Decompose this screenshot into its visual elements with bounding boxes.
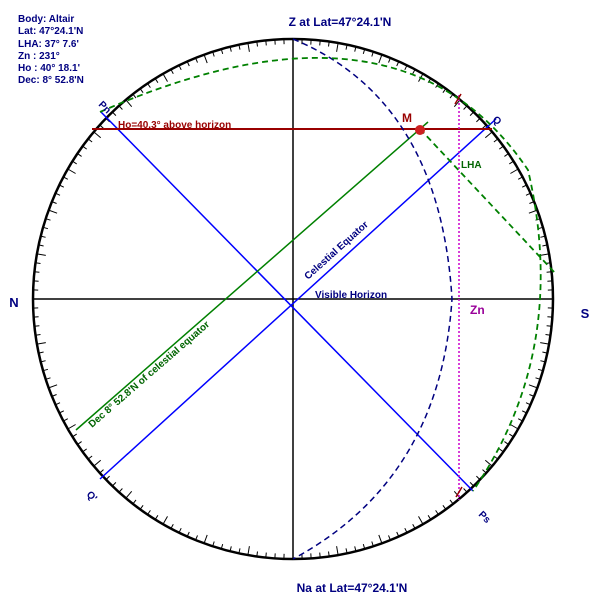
info-declination: Dec: 8° 52.8'N <box>18 75 84 87</box>
degree-tick <box>36 253 46 256</box>
degree-tick <box>67 424 76 430</box>
degree-tick <box>540 342 550 345</box>
degree-tick <box>125 99 133 108</box>
celestial-equator-label: Celestial Equator <box>303 219 371 282</box>
degree-tick <box>510 424 519 430</box>
degree-tick <box>67 168 76 174</box>
degree-tick <box>418 516 424 525</box>
degree-tick <box>93 459 102 467</box>
q-label: Q <box>490 114 503 127</box>
degree-tick <box>484 459 493 467</box>
degree-tick <box>378 534 383 544</box>
nadir-label: Na at Lat=47°24.1'N <box>297 581 408 595</box>
body-m-label: M <box>402 111 412 125</box>
degree-tick <box>484 131 493 139</box>
declination-parallel-line <box>75 121 429 431</box>
degree-tick <box>48 384 58 389</box>
degree-tick <box>336 546 339 556</box>
degree-tick <box>378 54 383 64</box>
degree-tick <box>125 490 133 499</box>
degree-tick <box>48 209 58 214</box>
body-info-panel: Body: Altair Lat: 47°24.1'N LHA: 37° 7.6… <box>18 14 84 88</box>
declination-line-label: Dec 8° 52.8'N of celestial equator <box>87 319 212 430</box>
south-label: S <box>581 306 590 321</box>
polar-axis-line <box>100 111 474 492</box>
degree-tick <box>528 384 538 389</box>
altitude-line-label: Ho=40.3° above horizon <box>118 120 231 131</box>
info-azimuth: Zn : 231° <box>18 50 60 62</box>
info-observed-altitude: Ho : 40° 18.1' <box>18 63 80 75</box>
info-latitude: Lat: 47°24.1'N <box>18 26 84 38</box>
lha-upper-marker <box>454 93 462 105</box>
declination-circle-arc <box>99 57 542 492</box>
visible-horizon-label: Visible Horizon <box>315 290 387 301</box>
zenith-label: Z at Lat=47°24.1'N <box>289 15 392 29</box>
degree-tick <box>162 73 168 82</box>
degree-tick <box>540 253 550 256</box>
degree-tick <box>93 131 102 139</box>
lha-label: LHA <box>461 160 482 171</box>
body-position-marker <box>415 125 425 135</box>
celestial-equator-line <box>99 118 497 480</box>
info-lha: LHA: 37° 7.6' <box>18 38 79 50</box>
degree-tick <box>203 54 208 64</box>
degree-tick <box>247 546 250 556</box>
north-label: N <box>9 295 18 310</box>
lha-lower-marker <box>455 486 463 498</box>
info-body: Body: Altair <box>18 14 75 25</box>
hour-circle-arc <box>292 38 453 560</box>
degree-tick <box>162 516 168 525</box>
zn-label: Zn <box>470 303 485 317</box>
degree-tick <box>510 168 519 174</box>
degree-tick <box>36 342 46 345</box>
degree-tick <box>203 534 208 544</box>
ps-label: Ps <box>476 509 493 526</box>
degree-tick <box>247 42 250 52</box>
q-prime-label: Q' <box>84 489 99 504</box>
degree-tick <box>528 209 538 214</box>
lha-dashed-line <box>419 128 557 275</box>
degree-tick <box>336 42 339 52</box>
